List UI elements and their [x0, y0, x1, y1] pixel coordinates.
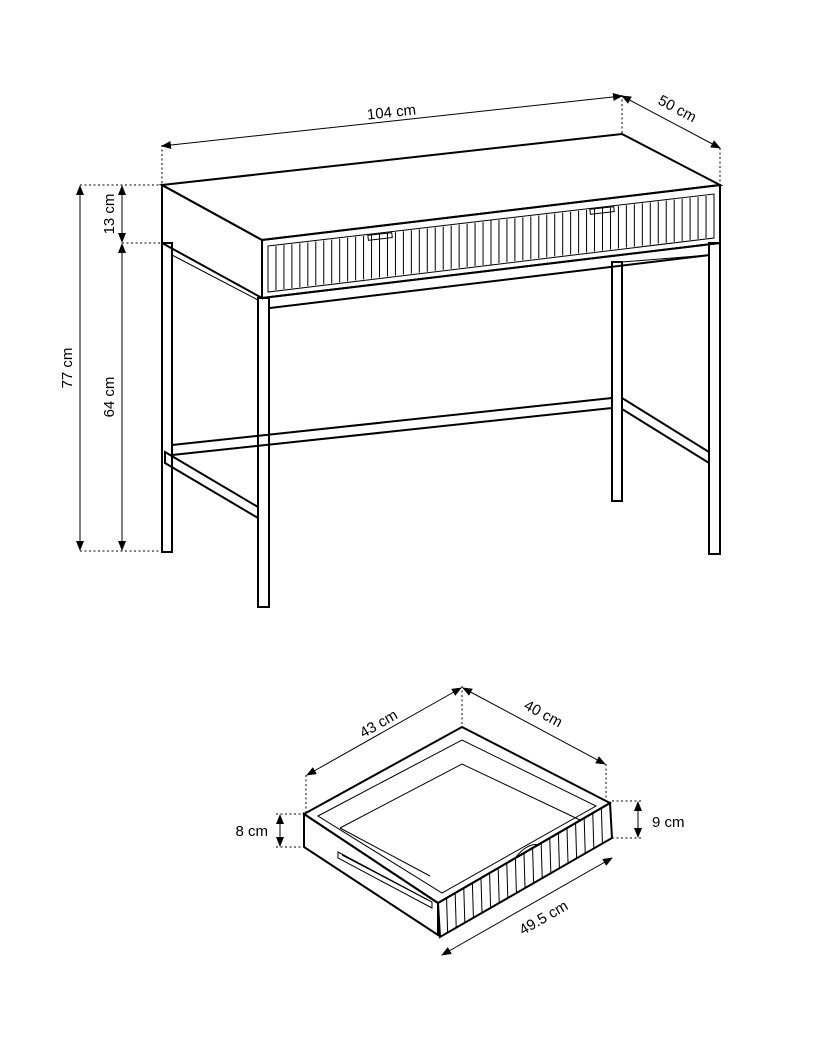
drawer-left-depth-label: 43 cm — [357, 707, 401, 742]
stretcher-right — [621, 396, 710, 465]
stretcher-left — [164, 450, 259, 520]
leg-front-right — [708, 242, 721, 555]
leg-front-left — [257, 297, 270, 608]
drawer-handle-notch — [515, 844, 541, 858]
left-drawer-handle — [367, 232, 393, 241]
drawer-front-flutes — [446, 808, 603, 933]
desk-top-side-face — [161, 183, 263, 300]
desk-top-height-label: 13 cm — [101, 194, 118, 235]
frame-front-rail-lower — [269, 254, 711, 309]
desk-top-surface — [158, 132, 724, 242]
desk-leg-height-label: 64 cm — [101, 377, 118, 418]
desk-dimensions: 104 cm 50 cm 13 cm 64 cm 77 cm — [59, 92, 721, 552]
drawer-dimensions: 43 cm 40 cm 8 cm 9 cm 49.5 cm — [235, 686, 685, 956]
desk-depth-label: 50 cm — [655, 92, 699, 126]
drawer-front-width-line — [441, 857, 613, 956]
left-top-side-rail — [171, 254, 259, 301]
drawer-front-width-label: 49.5 cm — [516, 897, 571, 938]
frame-front-rail — [261, 242, 721, 299]
width-dimension-line — [161, 92, 623, 150]
drawer-front-height-label: 8 cm — [235, 823, 268, 840]
leg-back-left — [161, 242, 173, 553]
desk-total-height-label: 77 cm — [59, 348, 76, 389]
depth-dimension-line — [621, 95, 721, 149]
drawer-right-depth-line — [462, 687, 606, 765]
drawer-right-depth-label: 40 cm — [521, 697, 565, 731]
drawer-back-height-label: 9 cm — [652, 814, 685, 831]
desk-legs — [161, 242, 721, 608]
drawer-front-panel — [436, 801, 614, 939]
drawer-left-depth-line — [306, 687, 462, 776]
desk-drawer-front — [267, 193, 715, 293]
desk-drawer-flutes — [275, 195, 707, 291]
stretcher-back — [171, 396, 613, 457]
drawer-inner-side-edge — [339, 827, 431, 877]
desk-drawing — [158, 132, 724, 608]
leg-back-right — [611, 261, 623, 502]
right-drawer-handle — [589, 206, 615, 215]
desk-width-label: 104 cm — [366, 101, 417, 123]
drawer-inner-back-edge — [339, 763, 581, 829]
drawer-left-side — [303, 812, 439, 937]
right-top-side-rail — [621, 254, 710, 263]
